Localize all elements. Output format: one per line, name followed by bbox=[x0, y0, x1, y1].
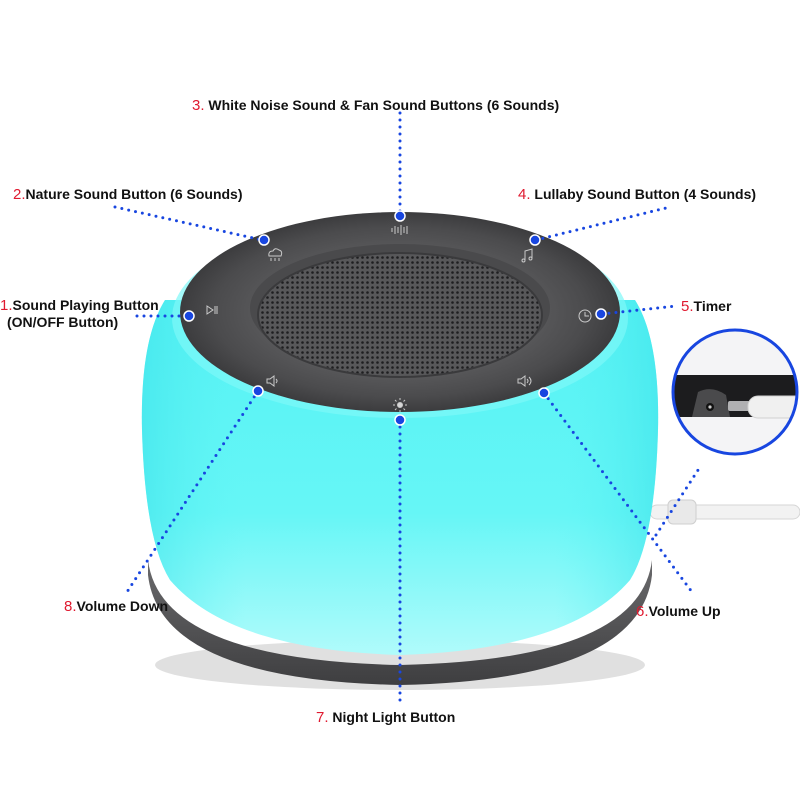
play-pause-icon bbox=[206, 305, 218, 315]
leader-lines bbox=[113, 111, 702, 707]
volume-up-icon bbox=[517, 375, 532, 387]
sound-wave-icon bbox=[391, 225, 408, 235]
speaker-grille bbox=[258, 253, 542, 377]
power-port-icon bbox=[692, 389, 730, 417]
music-note-icon bbox=[521, 248, 533, 263]
callout-1-sound-playing: 1.Sound Playing Button (ON/OFF Button) bbox=[0, 297, 159, 330]
callout-7-night-light: 7. Night Light Button bbox=[316, 709, 456, 726]
leader-dots bbox=[183, 210, 607, 426]
callout-5-timer: 5.Timer bbox=[681, 298, 732, 315]
volume-down-icon bbox=[266, 375, 278, 387]
callout-8-volume-down: 8.Volume Down bbox=[64, 598, 169, 615]
callout-3-white-noise: 3. White Noise Sound & Fan Sound Buttons… bbox=[192, 97, 560, 114]
callout-6-volume-up: 6.Volume Up bbox=[636, 603, 721, 620]
rain-cloud-icon bbox=[268, 248, 283, 261]
callout-4-lullaby-sound: 4. Lullaby Sound Button (4 Sounds) bbox=[518, 186, 757, 203]
light-icon bbox=[393, 398, 407, 412]
clock-icon bbox=[578, 309, 592, 323]
power-port-inset bbox=[671, 328, 799, 456]
callout-2-nature-sound: 2.Nature Sound Button (6 Sounds) bbox=[13, 186, 243, 203]
